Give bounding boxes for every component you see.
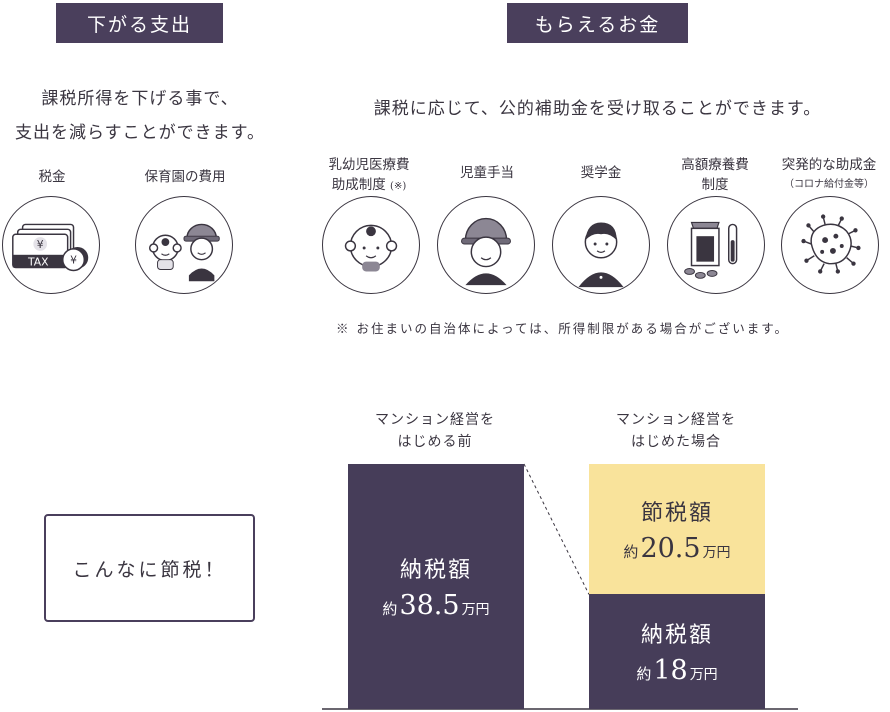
- expenses-lead: 課税所得を下げる事で、 支出を減らすことができます。: [0, 82, 280, 150]
- bar-tax-before-value: 38.5: [399, 590, 460, 621]
- connector-line: [523, 463, 590, 595]
- tax-label: 税金: [38, 169, 66, 185]
- infant-medical-label: 乳幼児医療費 助成制度 (※): [304, 155, 434, 197]
- infant-medical-label-line1: 乳幼児医療費: [328, 157, 410, 173]
- category-label-before-line2: はじめる前: [397, 434, 473, 450]
- bar-saving-after-label: 節税額: [640, 500, 713, 526]
- category-label-after: マンション経営を はじめた場合: [576, 409, 776, 453]
- bar-tax-after-value: 18: [653, 655, 688, 687]
- bar-saving-after-value: 20.5: [640, 532, 701, 564]
- category-label-after-line1: マンション経営を: [616, 412, 736, 428]
- bar-saving-after-unit: 万円: [702, 544, 731, 561]
- infant-medical-label-line2: 助成制度: [331, 177, 386, 193]
- children-icon: [135, 196, 233, 294]
- baby-icon: [322, 196, 420, 294]
- bar-tax-after-unit: 万円: [689, 667, 718, 684]
- income-lead: 課税に応じて、公的補助金を受け取ることができます。: [373, 99, 822, 119]
- bar-tax-after-label: 納税額: [640, 623, 713, 649]
- medicine-icon: [667, 196, 765, 294]
- bar-saving-after: 節税額 約 20.5 万円: [589, 464, 765, 595]
- section-title-expenses: 下がる支出: [56, 3, 223, 43]
- bar-saving-after-prefix: 約: [623, 542, 639, 561]
- coin-yen-glyph: ¥: [70, 254, 77, 267]
- child-hat-icon: [437, 196, 535, 294]
- tax-money-icon: ¥ TAX ¥: [2, 196, 100, 294]
- infant-medical-label-note: (※): [390, 181, 407, 192]
- virus-icon: [781, 196, 879, 294]
- expenses-lead-line1: 課税所得を下げる事で、: [41, 89, 239, 109]
- student-icon: [552, 196, 650, 294]
- scholarship-label: 奨学金: [580, 165, 622, 181]
- bar-tax-after: 納税額 約 18 万円: [589, 594, 765, 709]
- expenses-lead-line2: 支出を減らすことができます。: [15, 123, 265, 143]
- nursery-cost-label: 保育園の費用: [144, 169, 226, 185]
- emergency-subsidy-label-line2: （コロナ給付金等）: [784, 179, 874, 190]
- emergency-subsidy-label-line1: 突発的な助成金: [781, 157, 877, 173]
- yen-glyph: ¥: [37, 238, 44, 251]
- bar-tax-before: 納税額 約 38.5 万円: [348, 464, 524, 709]
- savings-callout: こんなに節税！: [44, 514, 255, 622]
- category-label-after-line2: はじめた場合: [631, 434, 721, 450]
- income-limit-note: ※ お住まいの自治体によっては、所得制限がある場合がございます。: [336, 321, 789, 336]
- category-label-before: マンション経営を はじめる前: [335, 409, 535, 453]
- category-label-before-line1: マンション経営を: [375, 412, 495, 428]
- bar-tax-before-prefix: 約: [382, 600, 398, 618]
- tax-text: TAX: [27, 256, 49, 269]
- high-cost-medical-label-line1: 高額療養費: [681, 157, 749, 173]
- section-title-income: もらえるお金: [507, 3, 688, 43]
- high-cost-medical-label: 高額療養費 制度: [660, 155, 770, 195]
- child-allowance-label: 児童手当: [460, 165, 514, 181]
- bar-tax-before-label: 納税額: [399, 558, 472, 583]
- bar-tax-before-unit: 万円: [461, 602, 490, 618]
- high-cost-medical-label-line2: 制度: [701, 177, 729, 193]
- emergency-subsidy-label: 突発的な助成金 （コロナ給付金等）: [768, 155, 890, 195]
- bar-tax-after-prefix: 約: [636, 665, 652, 684]
